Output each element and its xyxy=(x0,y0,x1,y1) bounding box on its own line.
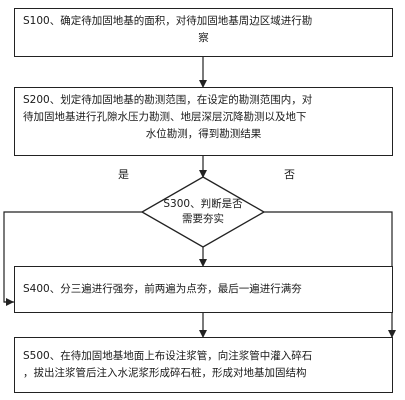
step-s100-line2: 察 xyxy=(198,32,209,44)
step-s200-line2: 待加固地基进行孔隙水压力勘测、地层深层沉降勘测以及地下 xyxy=(23,111,307,123)
no-label: 否 xyxy=(284,168,295,181)
step-s500-line1: S500、在待加固地基地面上布设注浆管，向注浆管中灌入碎石 xyxy=(23,350,313,362)
step-s100-box: S100、确定待加固地基的面积，对待加固地基周边区域进行勘 察 xyxy=(14,8,393,57)
yes-label: 是 xyxy=(118,168,129,181)
step-s200-line1: S200、划定待加固地基的勘测范围，在设定的勘测范围内，对 xyxy=(23,94,313,106)
step-s400-line1: S400、分三遍进行强夯，前两遍为点夯，最后一遍进行满夯 xyxy=(23,283,302,295)
step-s500-box: S500、在待加固地基地面上布设注浆管，向注浆管中灌入碎石 ，拔出注浆管后注入水… xyxy=(14,337,393,393)
step-s200-box: S200、划定待加固地基的勘测范围，在设定的勘测范围内，对 待加固地基进行孔隙水… xyxy=(14,87,393,156)
step-s100-line1: S100、确定待加固地基的面积，对待加固地基周边区域进行勘 xyxy=(23,15,313,27)
step-s300-line2: 需要夯实 xyxy=(182,213,224,225)
step-s300-line1: S300、判断是否 xyxy=(163,198,243,210)
step-s500-line2: ，拔出注浆管后注入水泥浆形成碎石桩，形成对地基加固结构 xyxy=(23,367,307,379)
step-s300-text: S300、判断是否 需要夯实 xyxy=(148,197,258,227)
step-s200-line3: 水位勘测，得到勘测结果 xyxy=(145,128,262,140)
step-s400-box: S400、分三遍进行强夯，前两遍为点夯，最后一遍进行满夯 xyxy=(14,266,393,313)
